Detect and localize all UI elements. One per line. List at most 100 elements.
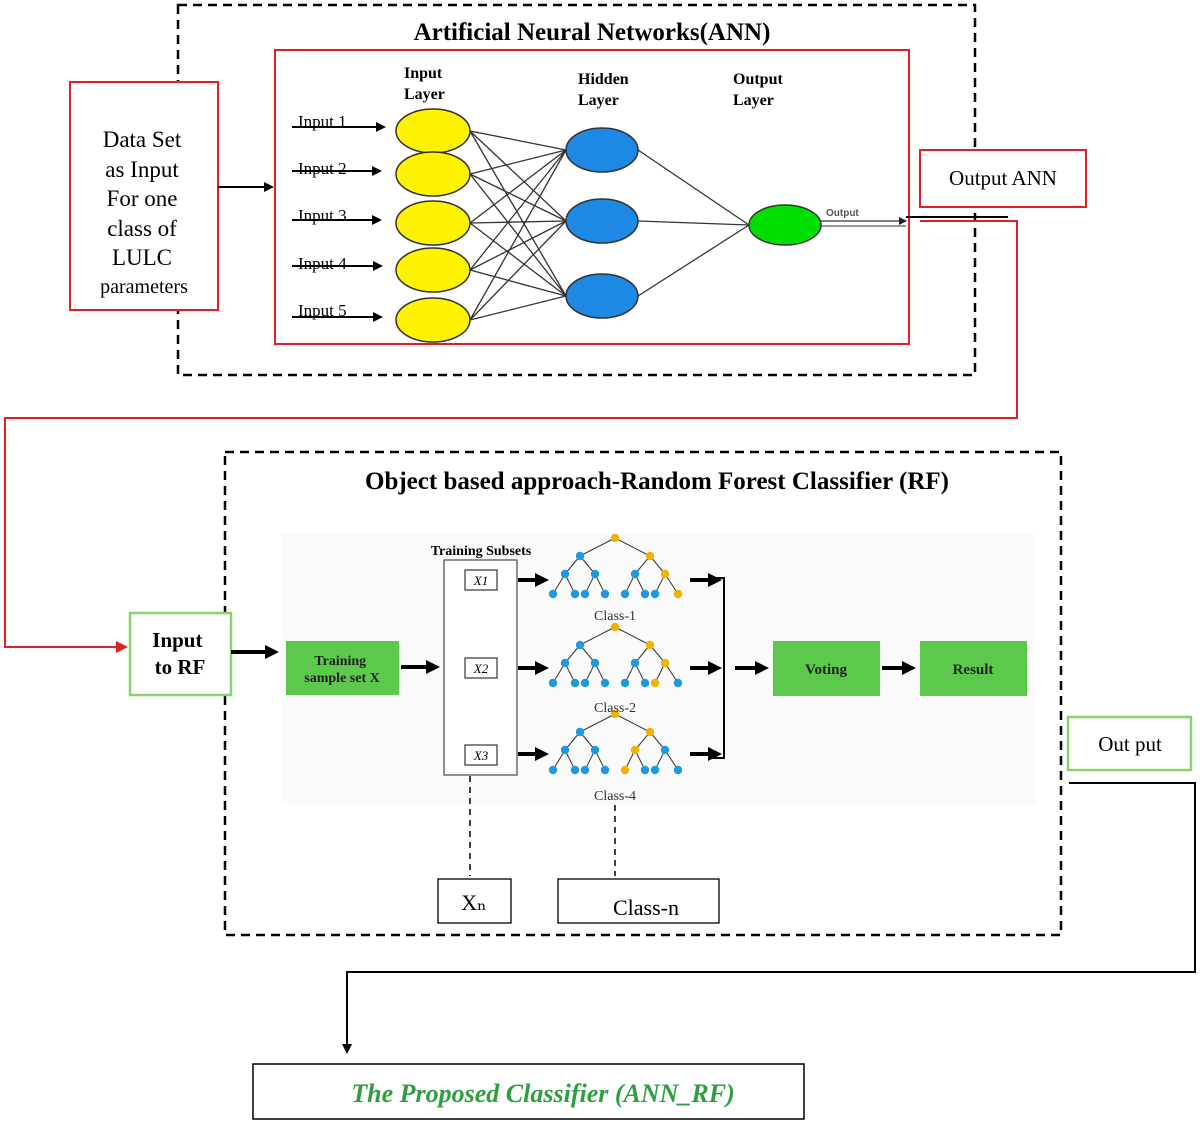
tree3-node-l2	[570, 765, 580, 775]
input-label-2: Input 2	[298, 159, 347, 178]
ann-link-input5-hidden3	[469, 295, 567, 321]
ann-link-input3-hidden2	[469, 220, 567, 224]
input-label-5: Input 5	[298, 301, 347, 320]
rf-title: Object based approach-Random Forest Clas…	[365, 468, 949, 495]
tree2-edge-r-b	[614, 626, 651, 646]
tree2-node-r	[610, 622, 620, 632]
tree3-node-r	[610, 709, 620, 719]
dataset-line-1: Data Set	[103, 127, 182, 152]
tree1-edge-r-a	[579, 537, 616, 557]
output-layer-label-line1: Output	[733, 71, 783, 88]
dataset-box	[69, 81, 219, 311]
tree3-node-l3	[580, 765, 590, 775]
ann-link-input4-hidden1	[469, 149, 567, 271]
tree1-node-l1	[548, 589, 558, 599]
tree1-node-a1	[560, 569, 570, 579]
rf-to-final-connector	[342, 782, 1196, 1054]
ann-link-input1-hidden3	[469, 130, 567, 297]
tree2-node-l1	[548, 678, 558, 688]
tree2-node-a	[575, 640, 585, 650]
tree3-node-l1	[548, 765, 558, 775]
input-to-rf-label: Input to RF	[152, 628, 207, 679]
hidden-node-2	[565, 198, 639, 244]
ann-link-input5-hidden2	[469, 220, 567, 321]
class-n-box	[557, 878, 720, 924]
tree1-node-l3	[580, 589, 590, 599]
hidden-layer-label: Hidden Layer	[578, 71, 633, 109]
tree1-node-b2	[660, 569, 670, 579]
subset-x3-label: X3	[473, 748, 489, 763]
ann-link-input1-hidden2	[469, 130, 567, 222]
class-n-label: Class-n	[613, 895, 679, 920]
hidden-nodes	[565, 127, 639, 319]
ann-link-input2-hidden2	[469, 173, 567, 222]
final-classifier-label: The Proposed Classifier (ANN_RF)	[351, 1079, 735, 1108]
tree1-node-b	[645, 551, 655, 561]
tree3-node-b2	[660, 745, 670, 755]
tree3-node-l5	[620, 765, 630, 775]
ann-input-arrows	[292, 122, 386, 322]
tree1-node-l4	[600, 589, 610, 599]
dataset-line-6: parameters	[100, 276, 188, 298]
tree2-node-b	[645, 640, 655, 650]
hidden-node-1	[565, 127, 639, 173]
ann-connections	[469, 130, 750, 321]
result-box	[920, 641, 1027, 696]
input-label-1: Input 1	[298, 112, 347, 131]
class-label-2: Class-2	[594, 701, 636, 716]
training-subsets-label: Training Subsets	[431, 544, 532, 559]
ann-link-input4-hidden2	[469, 220, 567, 271]
xn-box	[437, 878, 512, 924]
subset-x3-box	[464, 744, 498, 766]
class-label-3: Class-4	[594, 789, 636, 804]
tree2-node-l2	[570, 678, 580, 688]
tree1-node-r	[610, 533, 620, 543]
ann-link-hidden1-output	[637, 149, 750, 226]
input-layer-label: Input Layer	[404, 65, 446, 103]
final-classifier-box	[252, 1063, 805, 1120]
tree1-node-a	[575, 551, 585, 561]
subset-x2-label: X2	[473, 661, 489, 676]
subset-x1-box	[464, 569, 498, 591]
ann-to-rf-connector	[4, 220, 1018, 653]
ann-link-input3-hidden1	[469, 149, 567, 224]
ann-link-hidden3-output	[637, 224, 750, 297]
tree2-node-l8	[673, 678, 683, 688]
input-to-rf-box	[128, 611, 233, 697]
output-layer-label-line2: Layer	[733, 92, 774, 109]
training-sample-line-2: sample set X	[304, 671, 379, 686]
tree3-node-b	[645, 727, 655, 737]
result-label: Result	[953, 662, 994, 678]
tree3-node-l7	[650, 765, 660, 775]
tree3-node-a2	[590, 745, 600, 755]
output-ann-box	[919, 149, 1087, 208]
tree3-node-l4	[600, 765, 610, 775]
ann-title: Artificial Neural Networks(ANN)	[414, 19, 771, 46]
tree3-edge-r-b	[614, 713, 651, 733]
ann-link-input4-hidden3	[469, 269, 567, 297]
tree3-edge-r-a	[579, 713, 616, 733]
tree2-node-a1	[560, 658, 570, 668]
tree2-node-l3	[580, 678, 590, 688]
xn-label: Xₙ	[461, 890, 486, 915]
input-to-rf-line-2: to RF	[155, 655, 206, 679]
input-node-4	[395, 247, 471, 293]
training-sample-label: Training sample set X	[304, 654, 379, 686]
input-layer-label-line1: Input	[404, 65, 443, 82]
tree2-node-a2	[590, 658, 600, 668]
training-sample-line-1: Training	[314, 654, 366, 669]
voting-box	[773, 641, 880, 696]
tree2-node-b2	[660, 658, 670, 668]
class-label-1: Class-1	[594, 609, 636, 624]
input-label-3: Input 3	[298, 206, 347, 225]
input-nodes	[395, 108, 471, 343]
tree2-node-l5	[620, 678, 630, 688]
tree3-node-a	[575, 727, 585, 737]
input-layer-label-line2: Layer	[404, 86, 445, 103]
input-node-3	[395, 200, 471, 246]
tree1-node-l6	[640, 589, 650, 599]
output-node	[748, 204, 822, 246]
tree2-node-l7	[650, 678, 660, 688]
tree1-node-l7	[650, 589, 660, 599]
